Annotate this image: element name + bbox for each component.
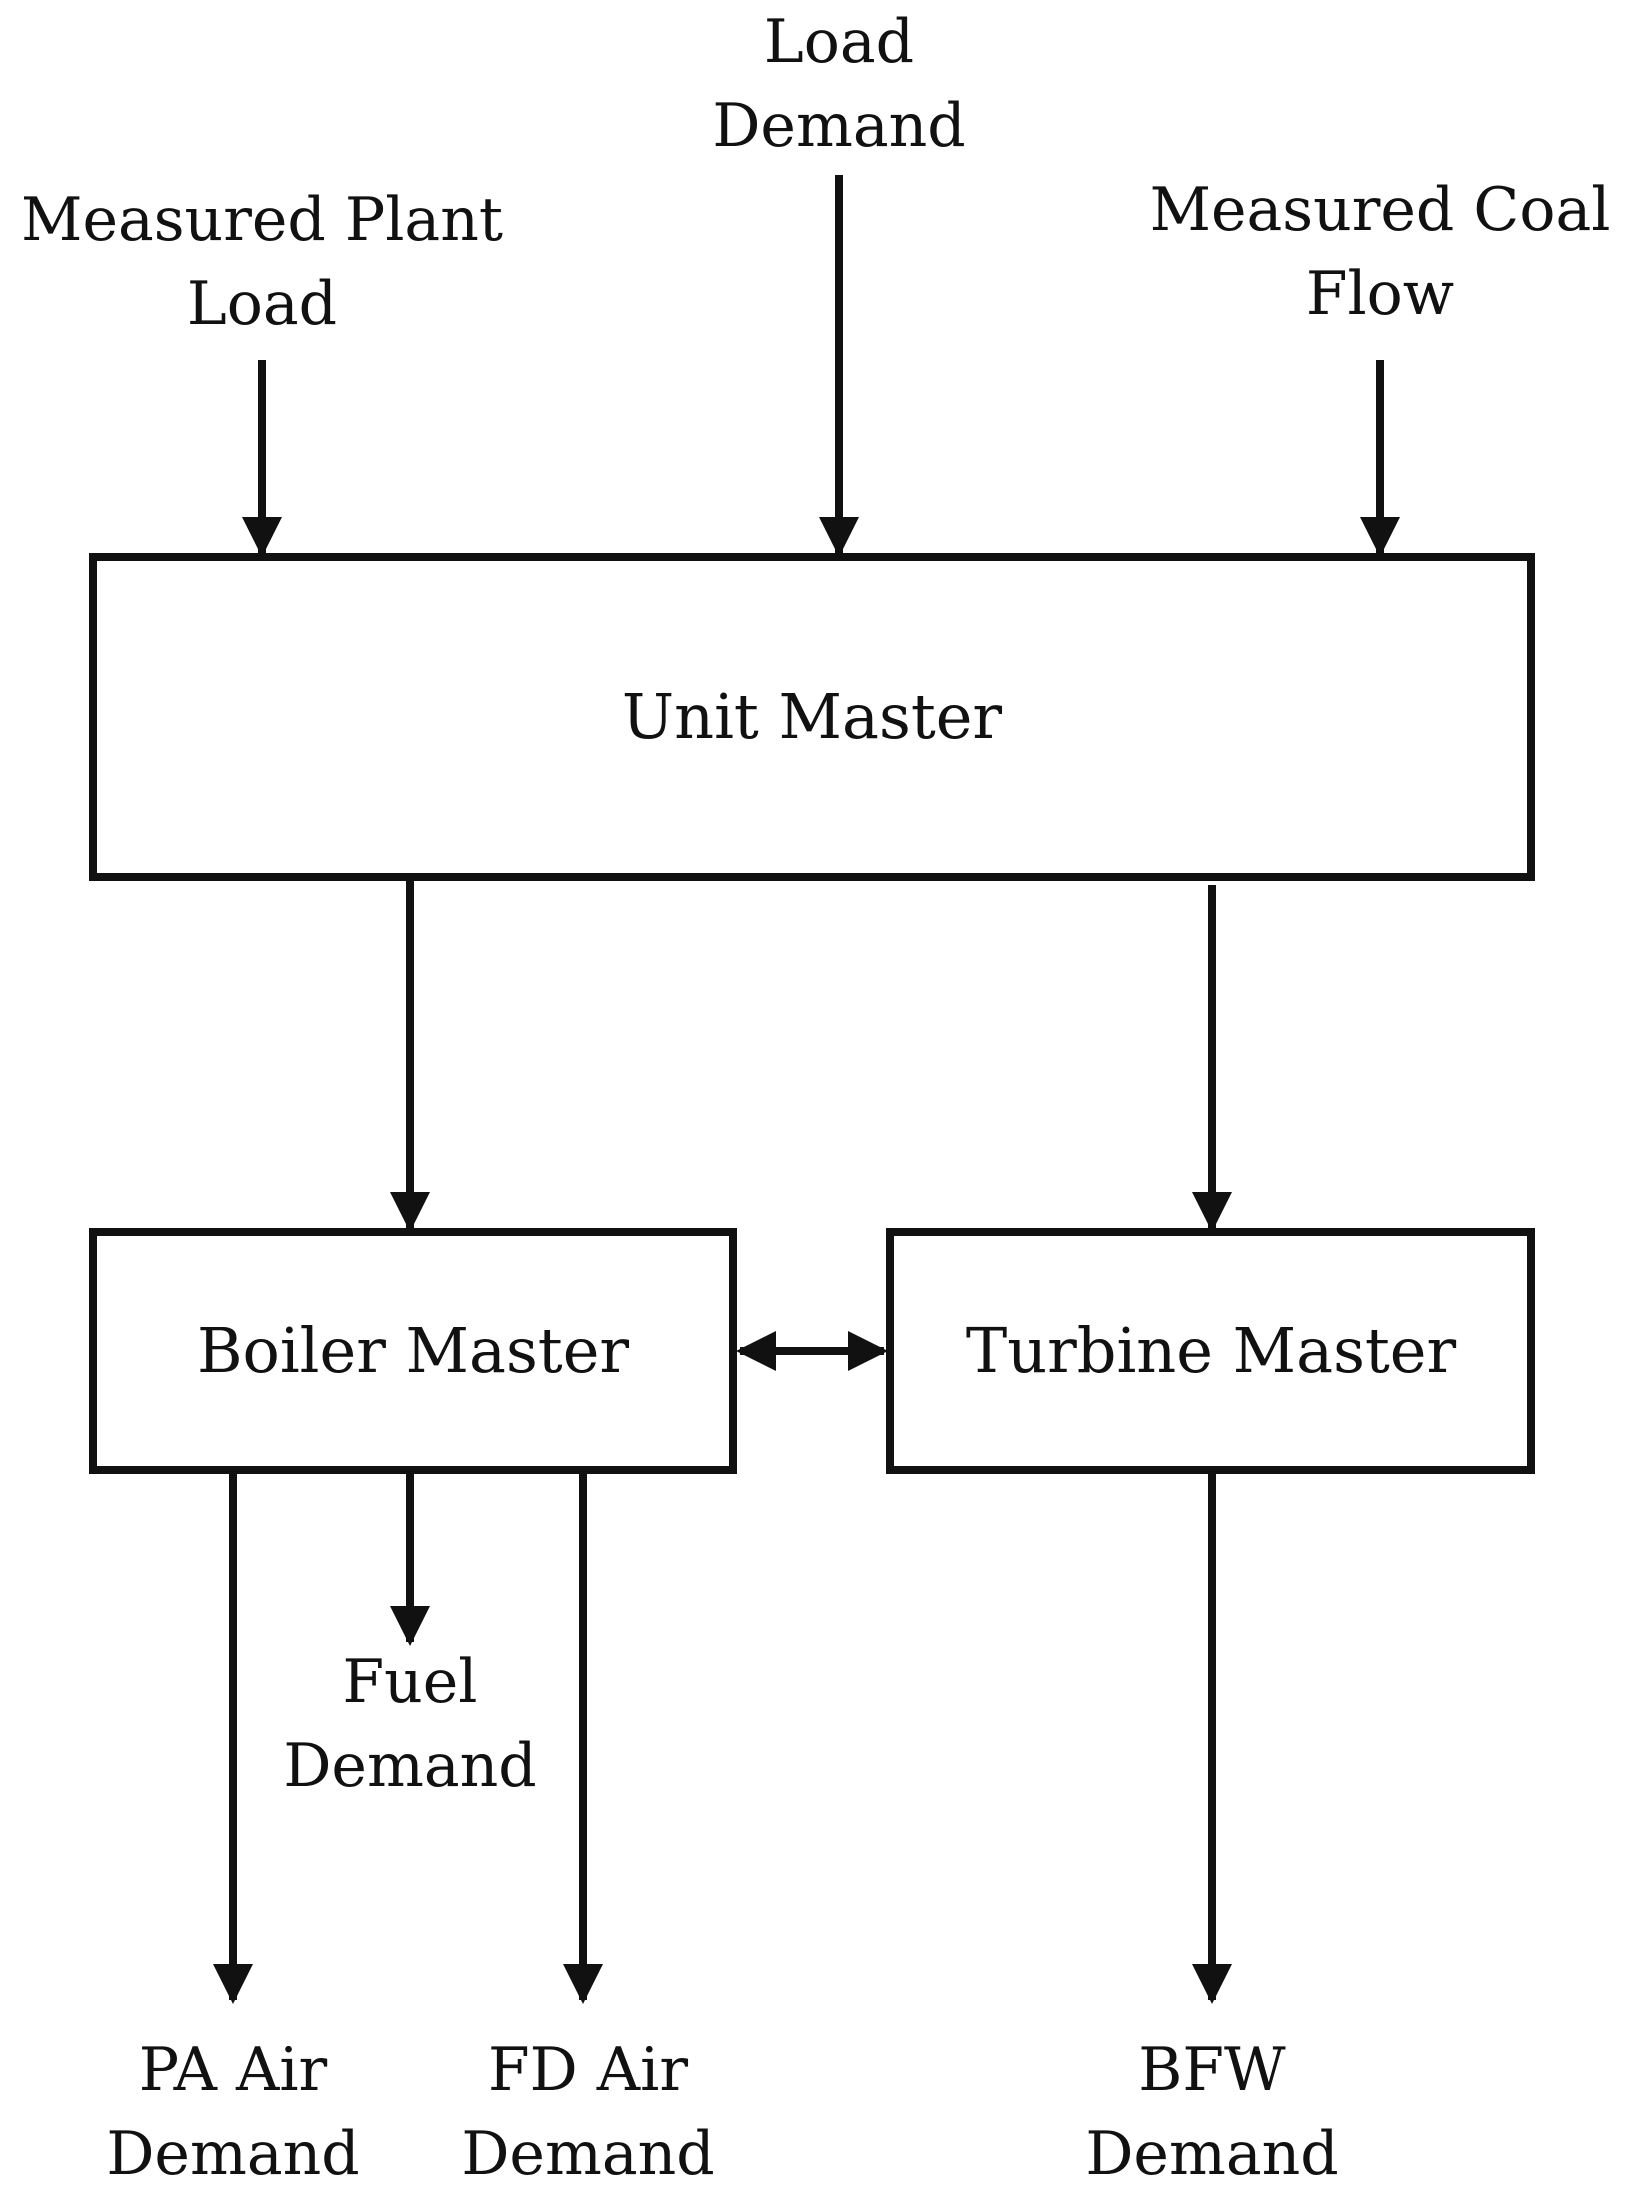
unit-master-label: Unit Master [621,680,1003,753]
label-bfw-demand: BFW Demand [1085,2028,1338,2196]
label-pa-air-demand-line2: Demand [106,2119,360,2189]
label-measured-plant-load-line2: Load [186,269,338,339]
label-pa-air-demand: PA Air Demand [106,2028,359,2196]
label-fd-air-demand-line2: Demand [461,2119,715,2189]
label-bfw-demand-line1: BFW [1138,2035,1286,2105]
label-measured-plant-load: Measured Plant Load [21,178,503,346]
label-fuel-demand-line1: Fuel [342,1647,478,1717]
label-fuel-demand: Fuel Demand [283,1640,536,1808]
label-measured-coal-flow: Measured Coal Flow [1150,168,1611,336]
label-load-demand-line2: Demand [712,91,966,161]
label-measured-coal-flow-line1: Measured Coal [1149,175,1611,245]
boiler-master-label: Boiler Master [196,1314,630,1387]
unit-master-block [89,553,1535,881]
label-measured-plant-load-line1: Measured Plant [21,185,503,255]
label-load-demand-line1: Load [763,7,915,77]
label-fuel-demand-line2: Demand [283,1731,537,1801]
label-load-demand: Load Demand [712,0,965,168]
label-bfw-demand-line2: Demand [1085,2119,1339,2189]
label-fd-air-demand: FD Air Demand [461,2028,714,2196]
label-fd-air-demand-line1: FD Air [487,2035,688,2105]
turbine-master-label: Turbine Master [965,1314,1457,1387]
label-pa-air-demand-line1: PA Air [138,2035,328,2105]
label-measured-coal-flow-line2: Flow [1305,259,1455,329]
